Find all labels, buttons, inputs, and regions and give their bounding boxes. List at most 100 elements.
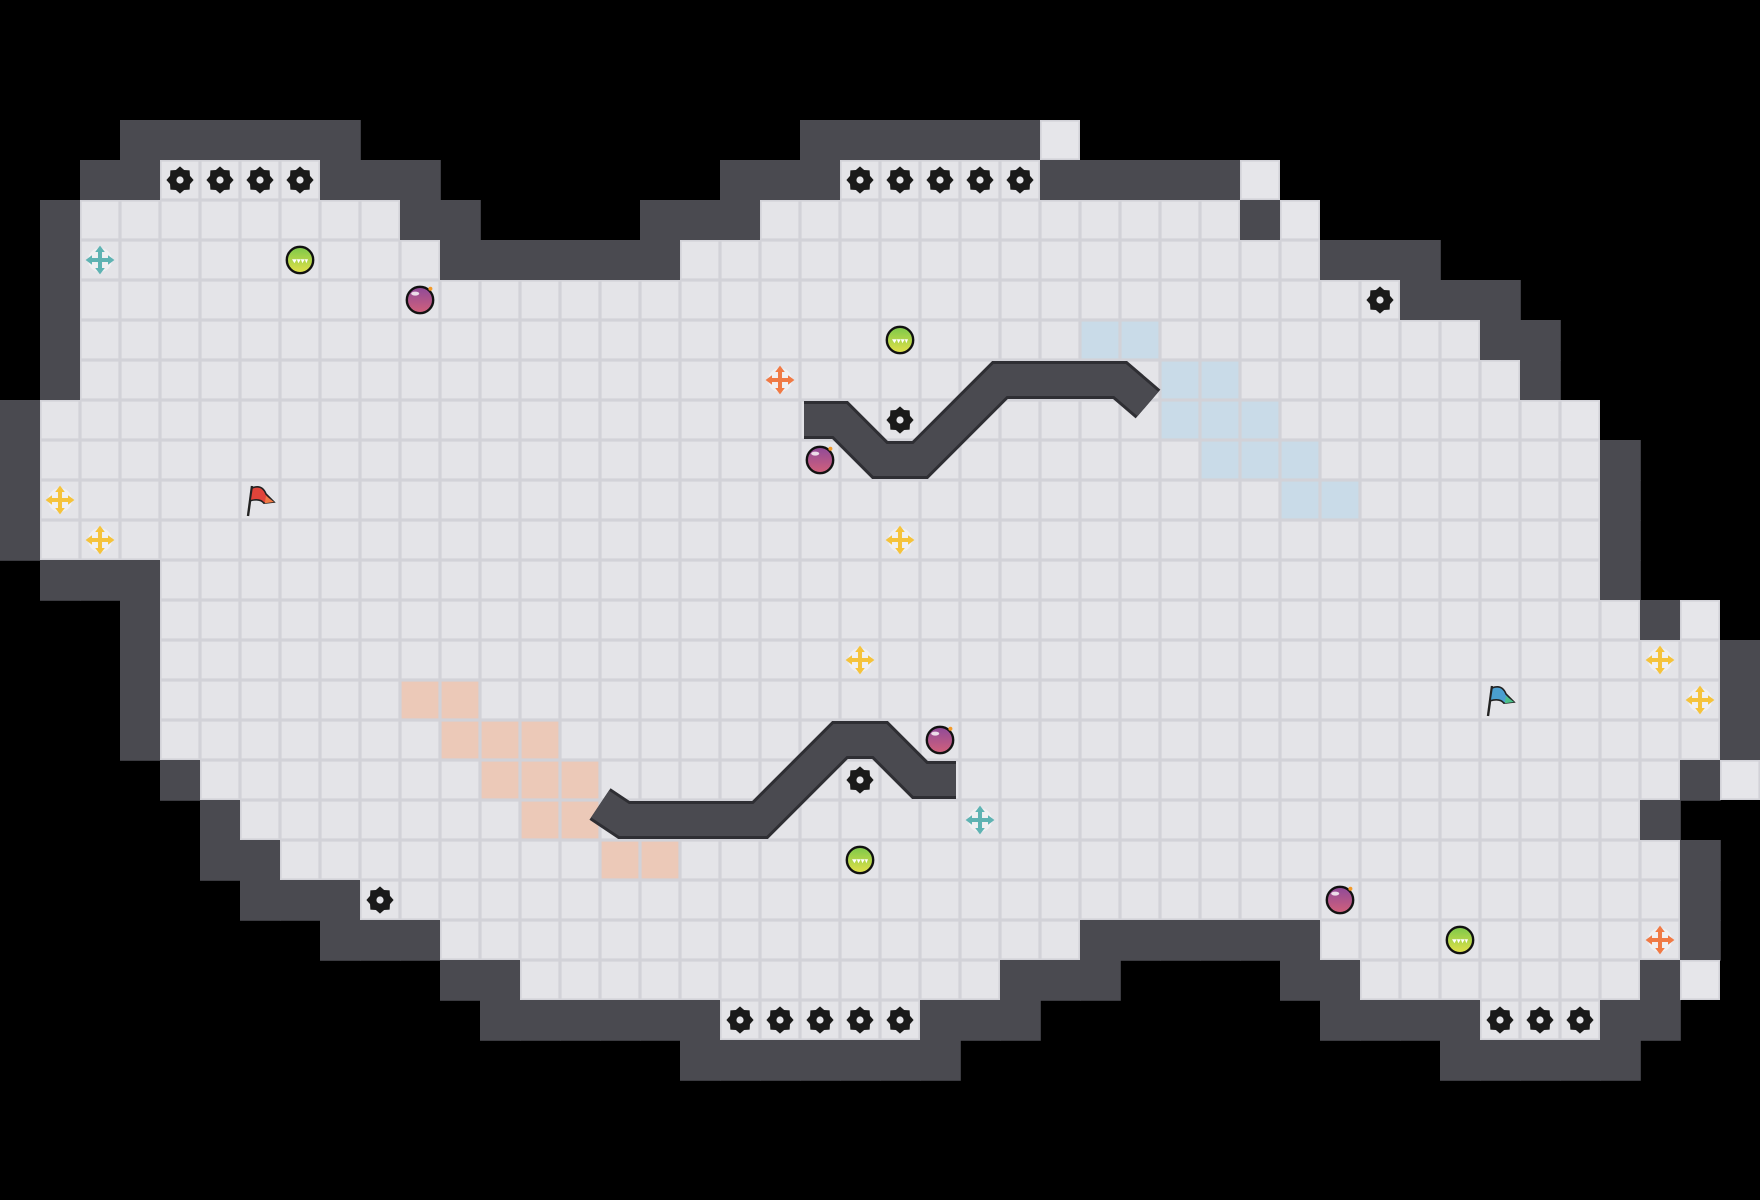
wall-tile (1240, 920, 1281, 961)
floor-tile (1520, 800, 1561, 841)
wall-tile (1480, 1040, 1521, 1081)
floor-tile (279, 199, 320, 240)
wall-tile (1320, 960, 1361, 1001)
wall-tile (1680, 880, 1721, 921)
floor-tile (1120, 239, 1161, 280)
ice-tile (1160, 360, 1201, 401)
floor-tile (1360, 400, 1401, 441)
floor-tile (1440, 960, 1481, 1001)
floor-tile (1400, 600, 1441, 641)
floor-tile (840, 960, 881, 1001)
wall-tile (1320, 240, 1361, 281)
floor-tile (800, 840, 841, 881)
wall-tile (760, 160, 801, 201)
wall-tile (920, 120, 961, 161)
floor-tile (640, 320, 681, 361)
wall-tile (400, 920, 441, 961)
floor-tile (480, 480, 521, 521)
floor-tile (440, 520, 481, 561)
floor-tile (1040, 760, 1081, 801)
wall-tile (280, 880, 321, 921)
floor-tile (680, 400, 721, 441)
floor-tile (1320, 400, 1361, 441)
floor-tile (520, 440, 561, 481)
gear-hole (1576, 1016, 1584, 1024)
floor-tile (199, 400, 240, 441)
wall-tile (560, 240, 601, 281)
wall-tile (1640, 600, 1681, 641)
move-arrows-icon (85, 245, 115, 275)
wall-tile (1680, 760, 1721, 801)
spike-gear-icon (366, 886, 394, 914)
floor-tile (39, 400, 80, 441)
floor-tile (1400, 320, 1441, 361)
floor-tile (1120, 600, 1161, 641)
floor-tile (320, 279, 361, 320)
wall-tile (1600, 560, 1641, 601)
wall-tile (520, 240, 561, 281)
spike-gear-icon (886, 1006, 914, 1034)
floor-tile (79, 440, 120, 481)
floor-tile (1280, 600, 1321, 641)
floor-tile (1000, 239, 1041, 280)
interior-walls (589, 361, 1161, 839)
floor-tile (1400, 360, 1441, 401)
floor-tile (920, 880, 961, 921)
arrows-shape (45, 485, 75, 515)
wall-tile (720, 200, 761, 241)
floor-tile (400, 480, 441, 521)
floor-tile (320, 360, 361, 401)
floor-tile (1000, 840, 1041, 881)
floor-tile (680, 360, 721, 401)
floor-tile (199, 360, 240, 401)
floor-tile (960, 680, 1001, 721)
floor-tile (800, 560, 841, 601)
floor-tile (1000, 560, 1041, 601)
floor-tile (360, 199, 401, 240)
ice-tile (1200, 440, 1241, 481)
wall-tile (480, 240, 521, 281)
floor-tile (1600, 920, 1641, 961)
gear-hole (216, 176, 224, 184)
wall-tile (1520, 360, 1561, 401)
floor-tile (360, 640, 401, 681)
floor-tile (560, 560, 601, 601)
floor-tile (680, 239, 721, 280)
floor-tile (79, 400, 120, 441)
floor-tile (640, 440, 681, 481)
floor-tile (1320, 600, 1361, 641)
floor-tile (1360, 680, 1401, 721)
floor-tile (720, 760, 761, 801)
floor-tile (79, 360, 120, 401)
floor-tile (840, 320, 881, 361)
wall-tile (560, 1000, 601, 1041)
floor-tile (360, 720, 401, 761)
wall-tile (120, 560, 161, 601)
floor-tile (520, 520, 561, 561)
floor-tile (640, 920, 681, 961)
floor-tile (840, 920, 881, 961)
sand-tile (480, 720, 521, 761)
floor-tile (1600, 720, 1641, 761)
wall-tile (680, 200, 721, 241)
floor-tile (1160, 760, 1201, 801)
floor-tile (920, 960, 961, 1001)
move-arrows-icon (85, 525, 115, 555)
floor-tile (840, 680, 881, 721)
ice-tile (1240, 400, 1281, 441)
floor-tile (1520, 720, 1561, 761)
wall-tile (280, 120, 321, 161)
floor-tile (1560, 680, 1601, 721)
floor-tile (320, 640, 361, 681)
wall-tile (1160, 920, 1201, 961)
spike-gear-icon (806, 1006, 834, 1034)
floor-tile (1200, 239, 1241, 280)
floor-tile (640, 880, 681, 921)
wall-tile (1680, 920, 1721, 961)
wall-tile (0, 480, 41, 521)
floor-tile (1040, 720, 1081, 761)
floor-tile (840, 480, 881, 521)
wall-tile (1520, 320, 1561, 361)
floor-tile (1120, 560, 1161, 601)
